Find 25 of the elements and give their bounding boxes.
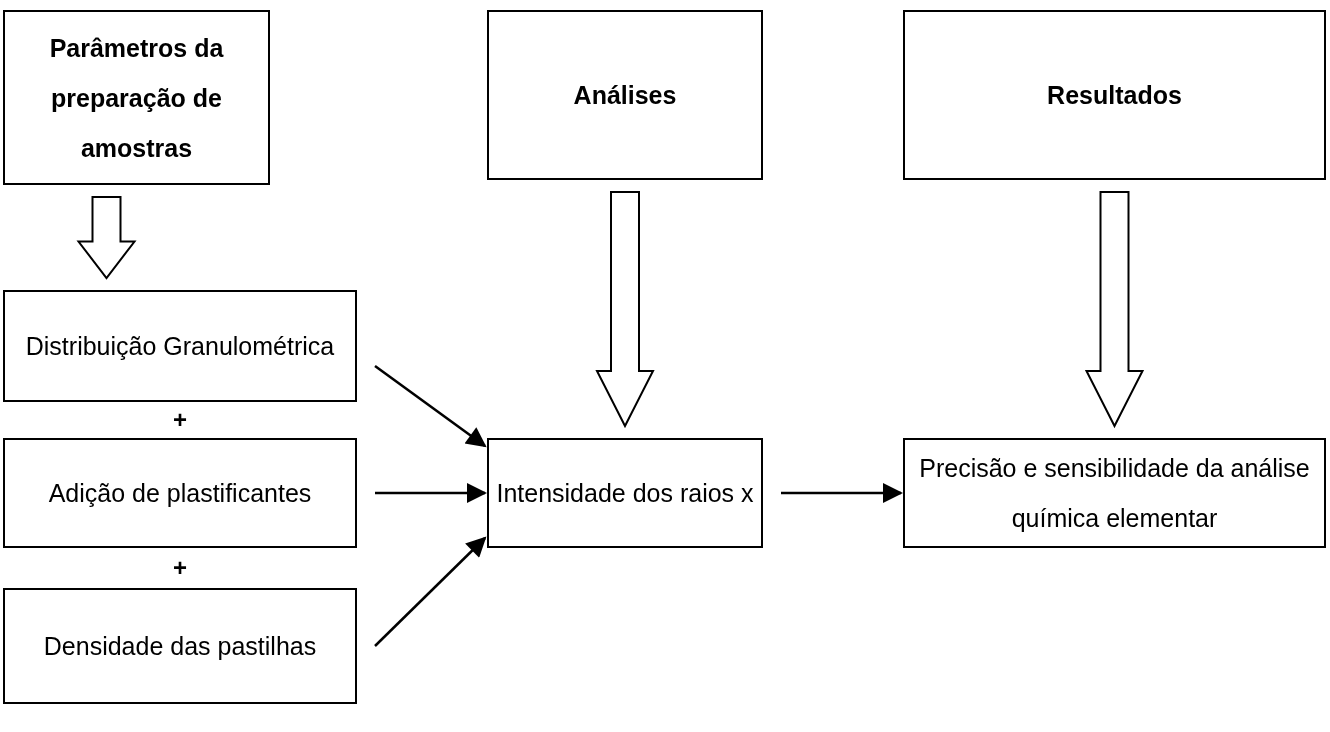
- arrow: [374, 536, 487, 647]
- block-arrow: [595, 191, 655, 429]
- node-text: Precisão e sensibilidade da análise química elementar: [918, 453, 1311, 534]
- arrow: [374, 365, 487, 448]
- block-arrow: [76, 196, 137, 280]
- block-arrow: [1084, 191, 1145, 429]
- node-text: Densidade das pastilhas: [43, 631, 317, 662]
- heading-box: [3, 10, 270, 185]
- process-box: [487, 438, 763, 548]
- process-box: [903, 438, 1326, 548]
- process-box: [3, 438, 357, 548]
- heading-box: [487, 10, 763, 180]
- heading-box: [903, 10, 1326, 180]
- process-box: [3, 588, 357, 704]
- arrow: [781, 483, 903, 503]
- arrow: [375, 483, 487, 503]
- plus-sign: +: [173, 554, 187, 582]
- plus-sign: +: [173, 406, 187, 434]
- process-box: [3, 290, 357, 402]
- heading-text: Análises: [573, 80, 677, 111]
- node-text: Intensidade dos raios x: [496, 478, 754, 509]
- heading-text: Parâmetros da preparação de amostras: [48, 32, 225, 164]
- heading-text: Resultados: [1047, 80, 1182, 111]
- node-text: Adição de plastificantes: [48, 478, 312, 509]
- node-text: Distribuição Granulométrica: [25, 331, 335, 362]
